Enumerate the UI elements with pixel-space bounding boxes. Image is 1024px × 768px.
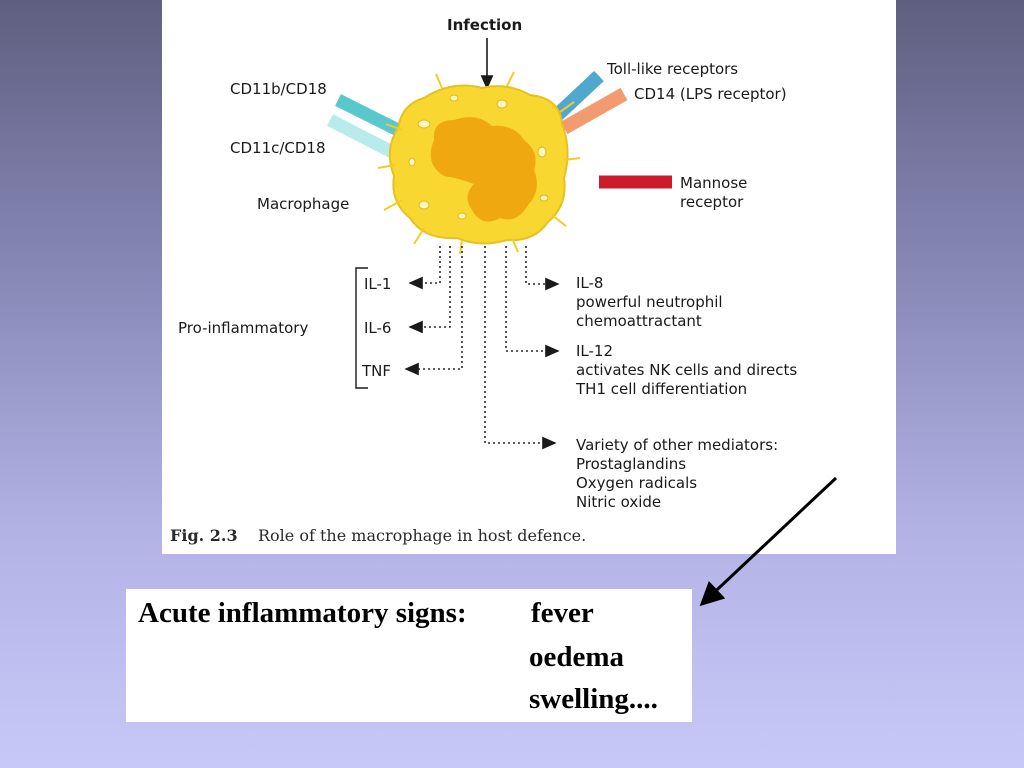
sign-swelling: swelling.... <box>529 683 658 715</box>
cd14-receptor-bar <box>560 87 628 135</box>
il12-line3: TH1 cell differentiation <box>575 380 747 398</box>
diagram-canvas: Infection <box>170 16 797 545</box>
il6-arrow <box>408 246 451 334</box>
cd11c-receptor-bar <box>327 114 395 158</box>
mediators-line2: Prostaglandins <box>576 455 686 473</box>
infection-label: Infection <box>447 16 522 34</box>
pro-inflammatory-bracket <box>355 267 368 389</box>
il12-arrow <box>505 246 560 358</box>
pro-inflammatory-label: Pro-inflammatory <box>178 319 308 337</box>
signs-heading: Acute inflammatory signs: <box>138 597 467 629</box>
cd11b-label: CD11b/CD18 <box>230 80 327 98</box>
figure-caption-text: Role of the macrophage in host defence. <box>258 526 586 545</box>
cd14-label: CD14 (LPS receptor) <box>634 85 787 103</box>
il6-label: IL-6 <box>364 319 391 337</box>
tlr-label: Toll-like receptors <box>606 60 738 78</box>
tnf-label: TNF <box>361 362 391 380</box>
mannose-label-line2: receptor <box>680 193 744 211</box>
mediators-line3: Oxygen radicals <box>576 474 697 492</box>
cd11c-label: CD11c/CD18 <box>230 139 326 157</box>
mediators-line4: Nitric oxide <box>576 493 661 511</box>
sign-oedema: oedema <box>529 641 625 673</box>
macrophage-nucleus <box>430 117 537 222</box>
figure-caption-number: Fig. 2.3 <box>170 526 238 545</box>
cell-membrane-spikes <box>377 71 581 255</box>
tnf-arrow <box>404 246 463 376</box>
il8-title: IL-8 <box>576 274 603 292</box>
il1-arrow <box>408 246 441 290</box>
inflammatory-signs-box: Acute inflammatory signs: fever oedema s… <box>126 589 692 722</box>
il8-line2: powerful neutrophil <box>576 293 723 311</box>
cell-vesicles <box>408 94 549 220</box>
il8-line3: chemoattractant <box>576 312 702 330</box>
sign-fever: fever <box>531 597 594 629</box>
il12-title: IL-12 <box>576 342 613 360</box>
il12-line2: activates NK cells and directs <box>576 361 797 379</box>
mannose-label-line1: Mannose <box>680 174 747 192</box>
mediators-title: Variety of other mediators: <box>576 436 778 454</box>
macrophage-figure: Infection <box>162 0 896 554</box>
macrophage-label: Macrophage <box>257 195 349 213</box>
other-mediators-arrow <box>484 246 557 450</box>
il1-label: IL-1 <box>364 275 391 293</box>
